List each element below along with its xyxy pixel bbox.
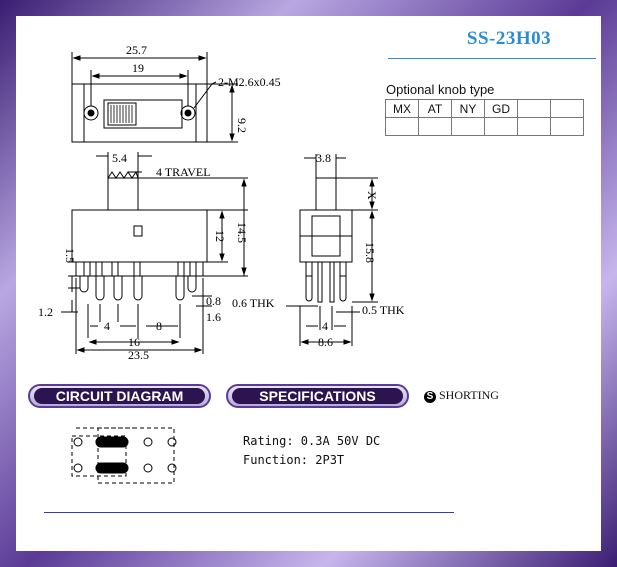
dim-overall-width: 25.7 [126, 43, 147, 57]
dim-side-pitch: 4 [322, 319, 328, 333]
knob-cell: GD [484, 99, 518, 118]
model-number: SS-23H03 [466, 28, 552, 49]
knob-cell: MX [385, 99, 419, 118]
model-underline [388, 58, 596, 59]
dim-hole-spacing: 19 [132, 61, 144, 75]
top-view-body [71, 83, 208, 143]
knob-type-title: Optional knob type [386, 82, 495, 97]
circuit-diagram-header: CIRCUIT DIAGRAM [28, 384, 211, 408]
dim-side-height: 15.8 [363, 242, 377, 263]
dim-thk1: 0.6 THK [232, 296, 275, 310]
dim-pin-span: 16 [128, 335, 140, 349]
shorting-label: SHORTING [439, 388, 499, 402]
dim-pin-w2: 1.6 [206, 310, 221, 324]
spec-function: Function: 2P3T [243, 453, 345, 467]
dim-thk2: 0.5 THK [362, 303, 405, 317]
bottom-rule [44, 512, 454, 513]
dim-front-width: 23.5 [128, 348, 149, 362]
drawing-sheet: 25.7 19 2-M2.6x0.45 9.2 5.4 4 TRAVEL 12 … [16, 16, 601, 551]
knob-cell [550, 117, 584, 136]
circuit-contact-top [95, 436, 129, 448]
knob-cell [451, 117, 485, 136]
knob-cell: AT [418, 99, 452, 118]
circuit-contact-bottom [95, 462, 129, 474]
knob-cell [418, 117, 452, 136]
specifications-label: SPECIFICATIONS [232, 388, 403, 404]
specifications-header: SPECIFICATIONS [226, 384, 409, 408]
knob-cell [517, 117, 551, 136]
dim-body-height: 12 [213, 230, 227, 242]
dim-pin-w1: 0.8 [206, 294, 221, 308]
front-knob [107, 177, 139, 211]
dim-side-width: 8.6 [318, 335, 333, 349]
dim-top-height: 9.2 [235, 118, 249, 133]
shorting-indicator: S SHORTING [424, 388, 499, 403]
dim-pin-mid: 8 [156, 319, 162, 333]
knob-cell [484, 117, 518, 136]
circuit-diagram-label: CIRCUIT DIAGRAM [34, 388, 205, 404]
knob-cell: NY [451, 99, 485, 118]
dim-pin-top: 1.5 [63, 248, 77, 263]
side-knob [315, 177, 337, 211]
dim-x: X [365, 191, 379, 200]
dim-pin-pitch: 4 [104, 319, 110, 333]
dim-hole-note: 2-M2.6x0.45 [218, 75, 281, 89]
knob-type-table: MX AT NY GD [385, 99, 584, 136]
knob-cell [385, 117, 419, 136]
knob-cell [550, 99, 584, 118]
shorting-icon: S [424, 391, 436, 403]
dim-total-height: 14.5 [235, 222, 249, 243]
technical-drawing: 25.7 19 2-M2.6x0.45 9.2 5.4 4 TRAVEL 12 … [38, 43, 405, 484]
knob-cell [517, 99, 551, 118]
dim-travel: 4 TRAVEL [156, 165, 211, 179]
dim-knob-width: 5.4 [112, 151, 127, 165]
spec-rating: Rating: 0.3A 50V DC [243, 434, 381, 448]
dim-side-knob: 3.8 [316, 151, 331, 165]
dim-pin-bottom: 1.2 [38, 305, 53, 319]
